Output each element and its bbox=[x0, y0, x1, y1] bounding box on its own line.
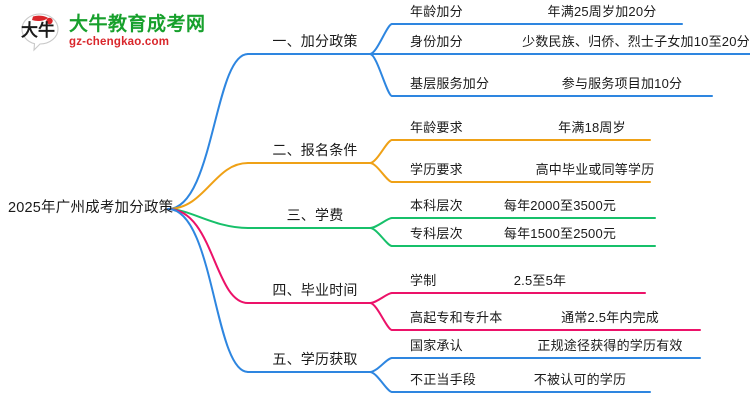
leaf-node-value-4-1[interactable]: 2.5至5年 bbox=[513, 273, 567, 288]
branch-node-label-5[interactable]: 五、学历获取 bbox=[272, 351, 358, 367]
branch-node-label-3[interactable]: 三、学费 bbox=[286, 207, 344, 223]
leaf-node-label-2-2[interactable]: 学历要求 bbox=[410, 162, 463, 177]
leaf-node-label-4-2[interactable]: 高起专和专升本 bbox=[410, 310, 503, 325]
leaf-node-value-1-1[interactable]: 年满25周岁加20分 bbox=[547, 4, 657, 19]
leaf-node-label-4-1[interactable]: 学制 bbox=[410, 273, 437, 288]
leaf-node-label-3-2[interactable]: 专科层次 bbox=[410, 226, 463, 241]
leaf-node-value-1-2[interactable]: 少数民族、归侨、烈士子女加10至20分 bbox=[522, 34, 750, 49]
root-node-label[interactable]: 2025年广州成考加分政策 bbox=[8, 200, 174, 216]
logo-title: 大牛教育成考网 bbox=[69, 14, 206, 36]
leaf-node-value-5-1[interactable]: 正规途径获得的学历有效 bbox=[537, 338, 683, 353]
leaf-node-value-2-2[interactable]: 高中毕业或同等学历 bbox=[535, 162, 655, 177]
leaf-node-label-2-1[interactable]: 年龄要求 bbox=[410, 120, 463, 135]
leaf-node-label-1-3[interactable]: 基层服务加分 bbox=[410, 76, 490, 91]
branch-node-label-1[interactable]: 一、加分政策 bbox=[272, 33, 358, 49]
leaf-node-label-3-1[interactable]: 本科层次 bbox=[410, 198, 463, 213]
leaf-node-label-5-1[interactable]: 国家承认 bbox=[410, 338, 463, 353]
leaf-node-value-5-2[interactable]: 不被认可的学历 bbox=[533, 372, 627, 387]
leaf-node-label-5-2[interactable]: 不正当手段 bbox=[410, 372, 477, 387]
site-logo: 大牛 大牛教育成考网 gz-chengkao.com bbox=[18, 10, 206, 54]
branch-node-label-4[interactable]: 四、毕业时间 bbox=[272, 282, 358, 298]
logo-emblem-icon: 大牛 bbox=[18, 10, 62, 54]
logo-text: 大牛教育成考网 gz-chengkao.com bbox=[69, 15, 206, 49]
leaf-node-value-2-1[interactable]: 年满18周岁 bbox=[558, 120, 626, 135]
leaf-node-value-3-1[interactable]: 每年2000至3500元 bbox=[503, 198, 617, 213]
logo-domain: gz-chengkao.com bbox=[69, 36, 170, 49]
branch-node-label-2[interactable]: 二、报名条件 bbox=[272, 142, 358, 158]
leaf-node-value-4-2[interactable]: 通常2.5年内完成 bbox=[561, 310, 659, 325]
svg-text:大牛: 大牛 bbox=[21, 20, 55, 40]
leaf-node-value-1-3[interactable]: 参与服务项目加10分 bbox=[561, 76, 683, 91]
leaf-node-value-3-2[interactable]: 每年1500至2500元 bbox=[503, 226, 617, 241]
leaf-node-label-1-1[interactable]: 年龄加分 bbox=[410, 4, 463, 19]
leaf-node-label-1-2[interactable]: 身份加分 bbox=[410, 34, 463, 49]
